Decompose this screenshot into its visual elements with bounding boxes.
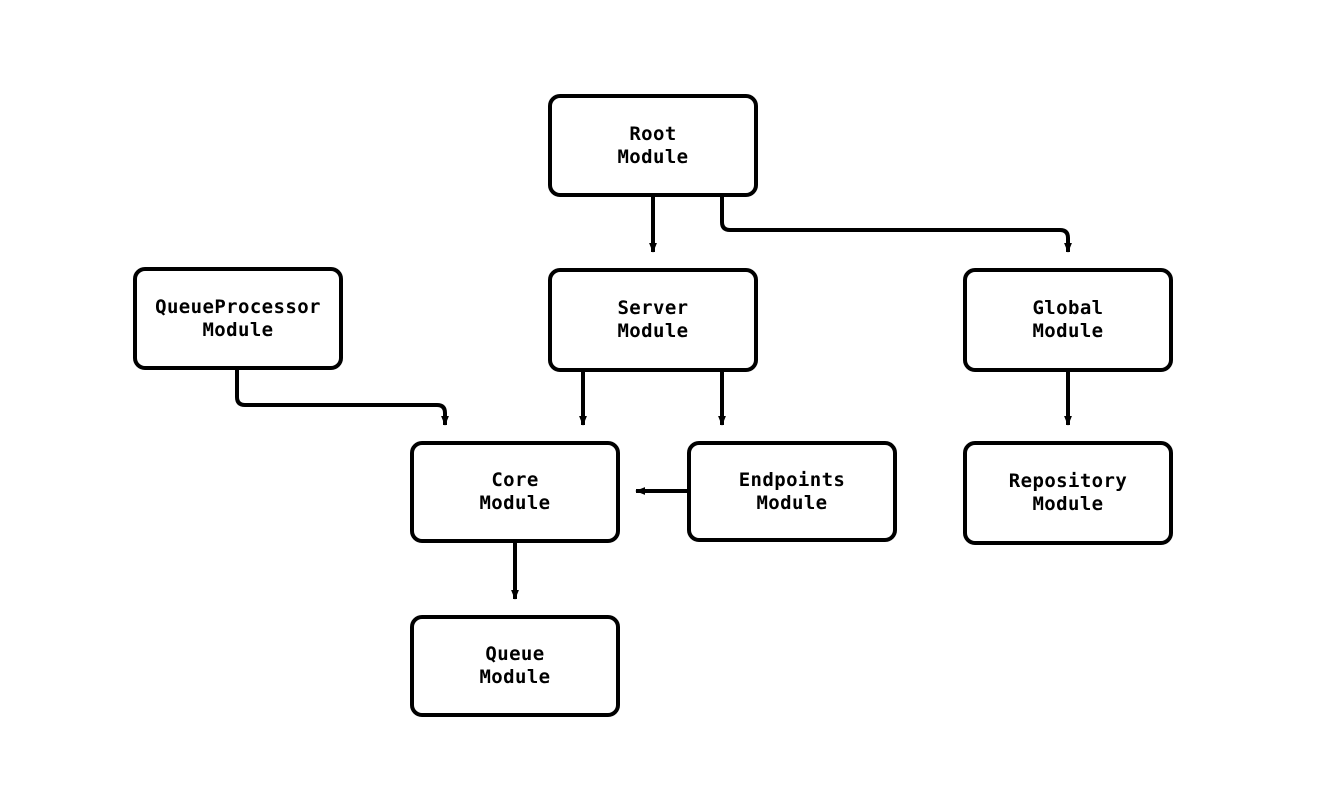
node-queueprocessor-module[interactable]: QueueProcessor Module [133,267,343,370]
node-queue-module[interactable]: Queue Module [410,615,620,717]
node-server-module-line2: Module [617,320,689,342]
node-repository-module[interactable]: Repository Module [963,441,1173,545]
node-endpoints-module[interactable]: Endpoints Module [687,441,897,542]
node-global-module-line1: Global [1032,297,1104,319]
node-queueprocessor-module-line2: Module [202,318,274,341]
node-root-module-line2: Module [617,145,689,168]
node-endpoints-module-line1: Endpoints [738,468,846,491]
node-endpoints-module-line2: Module [756,491,828,514]
node-queue-module-line1: Queue [485,643,545,665]
node-queue-module-line2: Module [479,666,551,688]
node-core-module-line2: Module [479,492,551,514]
node-server-module-line1: Server [617,297,689,319]
node-core-module[interactable]: Core Module [410,441,620,543]
node-queueprocessor-module-line1: QueueProcessor [155,295,321,318]
node-global-module[interactable]: Global Module [963,268,1173,372]
node-global-module-line2: Module [1032,320,1104,342]
node-root-module-line1: Root [629,122,677,145]
node-server-module[interactable]: Server Module [548,268,758,372]
node-root-module[interactable]: Root Module [548,94,758,197]
node-repository-module-line1: Repository [1008,470,1128,492]
edge-queueprocessor-to-core [235,370,449,426]
node-repository-module-line2: Module [1032,493,1104,515]
node-core-module-line1: Core [491,469,539,491]
edge-root-to-global [720,197,1072,253]
